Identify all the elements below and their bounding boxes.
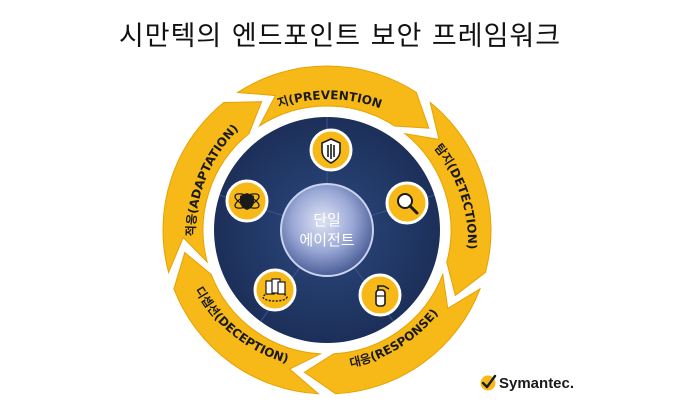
ring-arrow-detection	[403, 101, 492, 297]
fire-extinguisher-icon	[358, 273, 402, 317]
shield-icon	[309, 128, 353, 172]
ring-arrow-adaptation	[162, 101, 263, 274]
logo-text: Symantec.	[499, 374, 575, 392]
diagram-title: 시만텍의 엔드포인트 보안 프레임워크	[118, 21, 562, 52]
ring-arrow-prevention	[236, 65, 430, 129]
decoy-documents-icon	[253, 268, 297, 312]
svg-text:방지(PREVENTION): 방지(PREVENTION)	[0, 0, 384, 111]
center-hub	[280, 183, 374, 277]
atom-shield-icon	[225, 179, 269, 223]
ring-arrow-response	[303, 272, 482, 395]
ring-arrow-deception	[173, 251, 323, 395]
center-label-line2: 에이전트	[299, 231, 354, 249]
checkmark-logo-icon	[480, 374, 497, 391]
cycle-ring	[162, 65, 492, 395]
magnifier-icon	[385, 181, 429, 225]
stage-label-prevention: 방지(PREVENTION)	[0, 0, 384, 111]
symantec-logo: Symantec.	[479, 374, 574, 392]
center-label-line1: 단일	[313, 211, 341, 229]
